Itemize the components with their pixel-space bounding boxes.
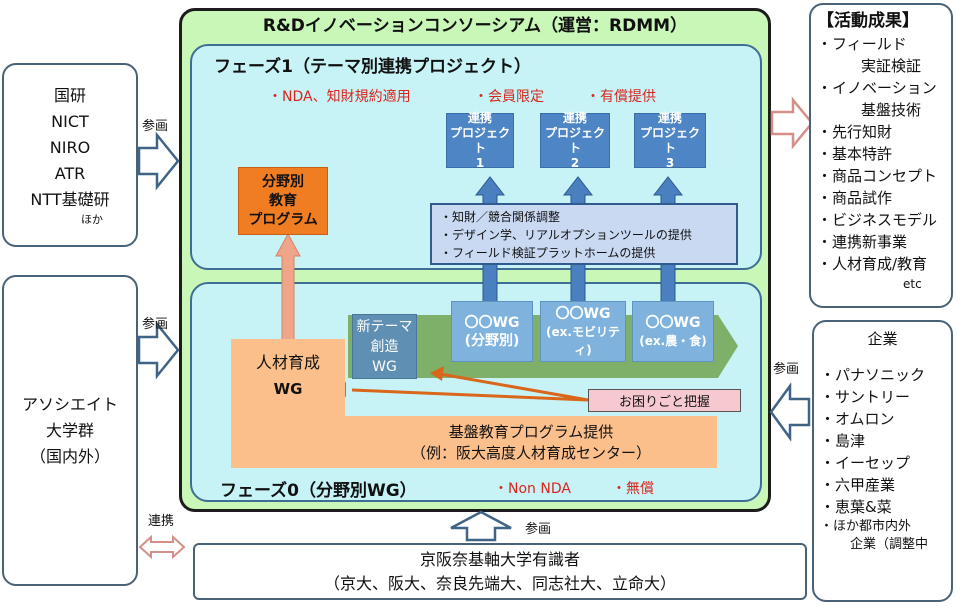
project-2: 連携 プロジェクト 2 bbox=[540, 111, 610, 170]
associate-universities-box: アソシエイト 大学群 （国内外） bbox=[2, 275, 138, 586]
phase1-condition-paid: ・有償提供 bbox=[586, 89, 656, 105]
trouble-box: お困りごと把握 bbox=[588, 389, 741, 412]
support-box: ・知財／競合関係調整 ・デザイン学、リアルオプションツールの提供 ・フィールド検… bbox=[430, 203, 738, 265]
project-1: 連携 プロジェクト 1 bbox=[446, 111, 514, 170]
wg-agri-food: 〇〇WG (ex.農・食) bbox=[632, 301, 714, 362]
project-3: 連携 プロジェクト 3 bbox=[634, 111, 706, 170]
collab-label: 連携 bbox=[148, 514, 175, 529]
basic-program-box bbox=[231, 339, 717, 468]
phase0-title: フェーズ0（分野別WG） bbox=[220, 481, 417, 501]
results-box: 【活動成果】 ・フィールド 実証検証 ・イノベーション 基盤技術 ・先行知財 ・… bbox=[809, 3, 953, 308]
results-output-arrow bbox=[770, 96, 814, 150]
experts-participate-label: 参画 bbox=[525, 522, 552, 537]
national-labs-participate-arrow bbox=[137, 131, 180, 191]
results-title: 【活動成果】 bbox=[817, 11, 919, 31]
universities-participate-label: 参画 bbox=[142, 317, 169, 332]
hr-wg-box: 人材育成 WG bbox=[255, 353, 320, 398]
education-program-box: 分野別 教育 プログラム bbox=[238, 167, 328, 235]
collab-double-arrow bbox=[138, 534, 186, 560]
companies-participate-label: 参画 bbox=[773, 362, 800, 377]
phase1-title: フェーズ1（テーマ別連携プロジェクト） bbox=[214, 57, 531, 77]
new-theme-wg: 新テーマ創造 WG bbox=[352, 314, 417, 379]
phase0-condition-free: ・無償 bbox=[612, 481, 654, 497]
experts-participate-arrow bbox=[450, 510, 512, 542]
companies-title: 企業 bbox=[867, 330, 898, 348]
national-labs-box: 国研 NICT NIRO ATR NTT基礎研 ほか bbox=[2, 63, 138, 247]
national-labs-participate-label: 参画 bbox=[142, 119, 169, 134]
phase1-condition-members: ・会員限定 bbox=[474, 89, 544, 105]
consortium-title: R&Dイノベーションコンソーシアム（運営：RDMM） bbox=[262, 15, 688, 36]
experts-box: 京阪奈基軸大学有識者 （京大、阪大、奈良先端大、同志社大、立命大） bbox=[193, 543, 807, 600]
phase0-condition-nonnda: ・Non NDA bbox=[494, 481, 571, 497]
phase1-condition-nda: ・NDA、知財規約適用 bbox=[268, 89, 411, 105]
companies-box: 企業 ・パナソニック ・サントリー ・オムロン ・島津 ・イーセップ ・六甲産業… bbox=[812, 320, 953, 602]
basic-program-text: 基盤教育プログラム提供 （例：阪大高度人材育成センター） bbox=[410, 423, 651, 462]
universities-participate-arrow bbox=[137, 320, 180, 380]
wg-mobility: 〇〇WG (ex.モビリティ) bbox=[540, 301, 626, 362]
hr-to-education-arrow bbox=[275, 232, 301, 341]
companies-participate-arrow bbox=[769, 382, 811, 442]
wg-field: 〇〇WG (分野別) bbox=[451, 301, 533, 362]
